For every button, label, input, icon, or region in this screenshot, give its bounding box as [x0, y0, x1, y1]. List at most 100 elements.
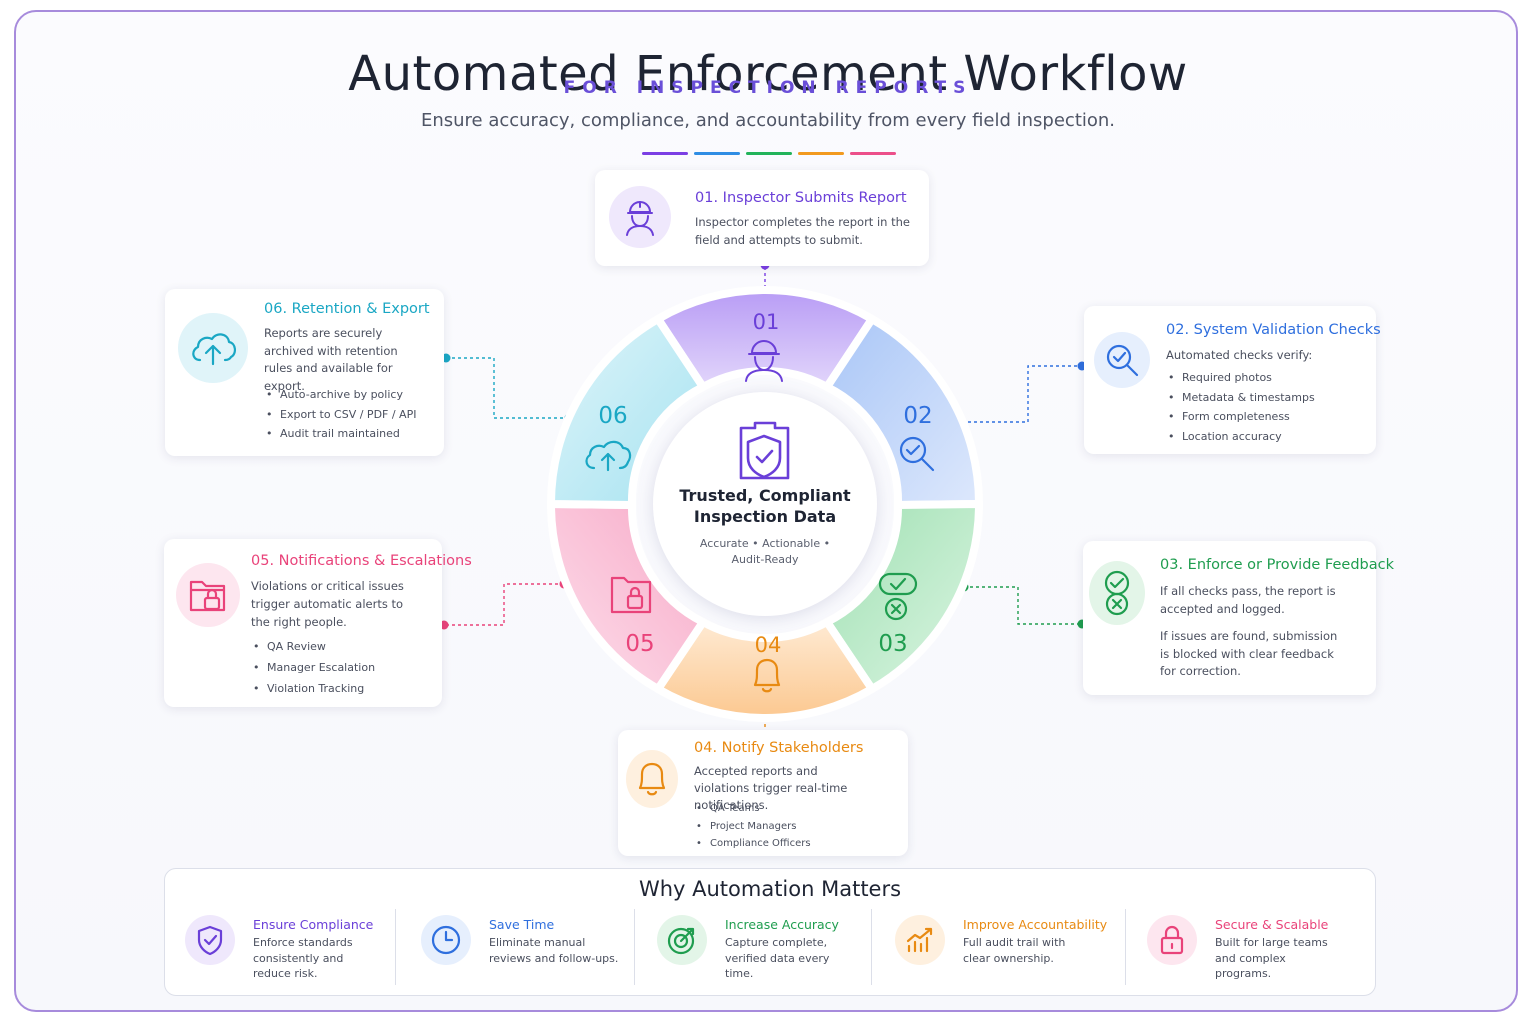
step-title: 03. Enforce or Provide Feedback [1160, 557, 1394, 573]
step-icon-circle [1094, 332, 1150, 388]
benefit-icon-circle [185, 915, 235, 965]
benefit-description: Full audit trail with clear ownership. [963, 936, 1066, 965]
list-item: Metadata & timestamps [1166, 388, 1315, 408]
step-card-02: 02. System Validation Checks Automated c… [1084, 306, 1381, 454]
step-icon-circle [176, 563, 240, 627]
inspector-icon [626, 201, 654, 236]
benefit-title: Ensure Compliance [253, 917, 374, 932]
bell-icon [638, 762, 666, 796]
list-item: Compliance Officers [694, 835, 811, 853]
step-card-01: 01. Inspector Submits Report Inspector c… [595, 170, 929, 266]
benefit-icon-circle [1147, 915, 1197, 965]
list-item: Required photos [1166, 368, 1315, 388]
cloud-upload-icon [192, 333, 236, 366]
step-card-05: 05. Notifications & Escalations Violatio… [164, 539, 472, 707]
benefit-description: Built for large teams and complex progra… [1215, 936, 1328, 980]
step-icon-circle [626, 750, 678, 808]
segment-04 [654, 618, 876, 722]
benefit-divider [634, 909, 635, 985]
list-item: Project Managers [694, 818, 811, 836]
cloud-upload-icon [585, 440, 632, 472]
benefit-description: Eliminate manual reviews and follow-ups. [489, 936, 619, 965]
hub-title-line1: Trusted, Compliant [679, 486, 851, 505]
list-item: Audit trail maintained [264, 424, 416, 444]
list-item: Export to CSV / PDF / API [264, 405, 416, 425]
page-subtitle: FOR INSPECTION REPORTS [563, 78, 973, 98]
wheel-number-06: 06 [598, 403, 627, 429]
step-description: Violations or critical issues trigger au… [251, 579, 404, 629]
hub-title-line2: Inspection Data [693, 507, 837, 526]
step-description: Automated checks verify: [1166, 348, 1313, 362]
benefit-secure-scalable: Secure & Scalable Built for large teams … [1147, 913, 1367, 985]
step-icon-circle [178, 313, 248, 383]
wheel-number-02: 02 [903, 403, 932, 429]
list-item: Violation Tracking [251, 678, 375, 699]
accent-bar-purple [642, 152, 688, 155]
list-item: Auto-archive by policy [264, 385, 416, 405]
stakeholder-list: QA Teams Project Managers Compliance Off… [694, 800, 811, 853]
page-tagline: Ensure accuracy, compliance, and account… [420, 110, 1116, 131]
step-icon-circle [1089, 561, 1145, 625]
benefit-increase-accuracy: Increase Accuracy Capture complete, veri… [657, 913, 877, 985]
wheel-segments [546, 286, 984, 722]
benefit-icon-circle [657, 915, 707, 965]
clock-icon [431, 925, 461, 955]
list-item: Manager Escalation [251, 657, 375, 678]
benefit-description: Capture complete, verified data every ti… [725, 936, 830, 980]
step-description-pass: If all checks pass, the report is accept… [1160, 584, 1336, 616]
validation-check-list: Required photos Metadata & timestamps Fo… [1166, 368, 1315, 446]
shield-check-icon [197, 925, 223, 956]
list-item: Location accuracy [1166, 427, 1315, 447]
chart-growth-icon [906, 927, 933, 953]
accent-bar-pink [850, 152, 896, 155]
benefit-title: Save Time [489, 917, 555, 932]
why-automation-panel: Why Automation Matters Ensure Compliance… [164, 868, 1376, 996]
search-check-icon [1106, 344, 1139, 377]
benefit-icon-circle [421, 915, 471, 965]
accent-bar-green [746, 152, 792, 155]
step-description-fail: If issues are found, submission is block… [1160, 629, 1338, 678]
step-description: Inspector completes the report in the fi… [695, 215, 910, 247]
step-card-04: 04. Notify Stakeholders Accepted reports… [618, 730, 908, 856]
wheel-number-05: 05 [625, 631, 654, 657]
wheel-number-03: 03 [878, 631, 907, 657]
hub-tag-line1: Accurate • Actionable • [699, 537, 831, 550]
hub-tag-line2: Audit-Ready [731, 553, 799, 566]
search-check-icon [899, 436, 935, 472]
benefit-save-time: Save Time Eliminate manual reviews and f… [421, 913, 631, 985]
bell-icon [753, 658, 781, 693]
check-x-icon [878, 572, 918, 621]
list-item: QA Teams [694, 800, 811, 818]
step-card-06: 06. Retention & Export Reports are secur… [165, 289, 444, 456]
target-icon [667, 927, 695, 955]
step-card-03: 03. Enforce or Provide Feedback If all c… [1083, 541, 1394, 695]
step-title: 06. Retention & Export [264, 301, 430, 317]
list-item: QA Review [251, 636, 375, 657]
page-title: Automated Enforcement Workflow [348, 46, 1188, 103]
clipboard-shield-icon [739, 421, 790, 480]
benefit-title: Secure & Scalable [1215, 917, 1329, 932]
segment-01 [654, 286, 876, 391]
step-title: 04. Notify Stakeholders [694, 740, 864, 756]
segment-06 [546, 315, 707, 509]
benefit-title: Improve Accountability [963, 917, 1108, 932]
list-item: Form completeness [1166, 407, 1315, 427]
accent-bar-orange [798, 152, 844, 155]
locked-folder-icon [189, 580, 226, 612]
benefit-icon-circle [895, 915, 945, 965]
step-icon-circle [609, 186, 671, 248]
locked-folder-icon [610, 576, 652, 614]
benefit-divider [395, 909, 396, 985]
step-title: 02. System Validation Checks [1166, 322, 1381, 338]
benefit-title: Increase Accuracy [725, 917, 839, 932]
lock-icon [1160, 925, 1184, 955]
benefit-description: Enforce standards consistently and reduc… [253, 936, 353, 980]
wheel-number-01: 01 [753, 310, 780, 334]
inspector-icon [745, 340, 783, 382]
benefit-divider [1125, 909, 1126, 985]
benefit-ensure-compliance: Ensure Compliance Enforce standards cons… [185, 913, 395, 985]
wheel-number-04: 04 [755, 633, 782, 657]
benefit-divider [871, 909, 872, 985]
why-title: Why Automation Matters [638, 877, 902, 901]
